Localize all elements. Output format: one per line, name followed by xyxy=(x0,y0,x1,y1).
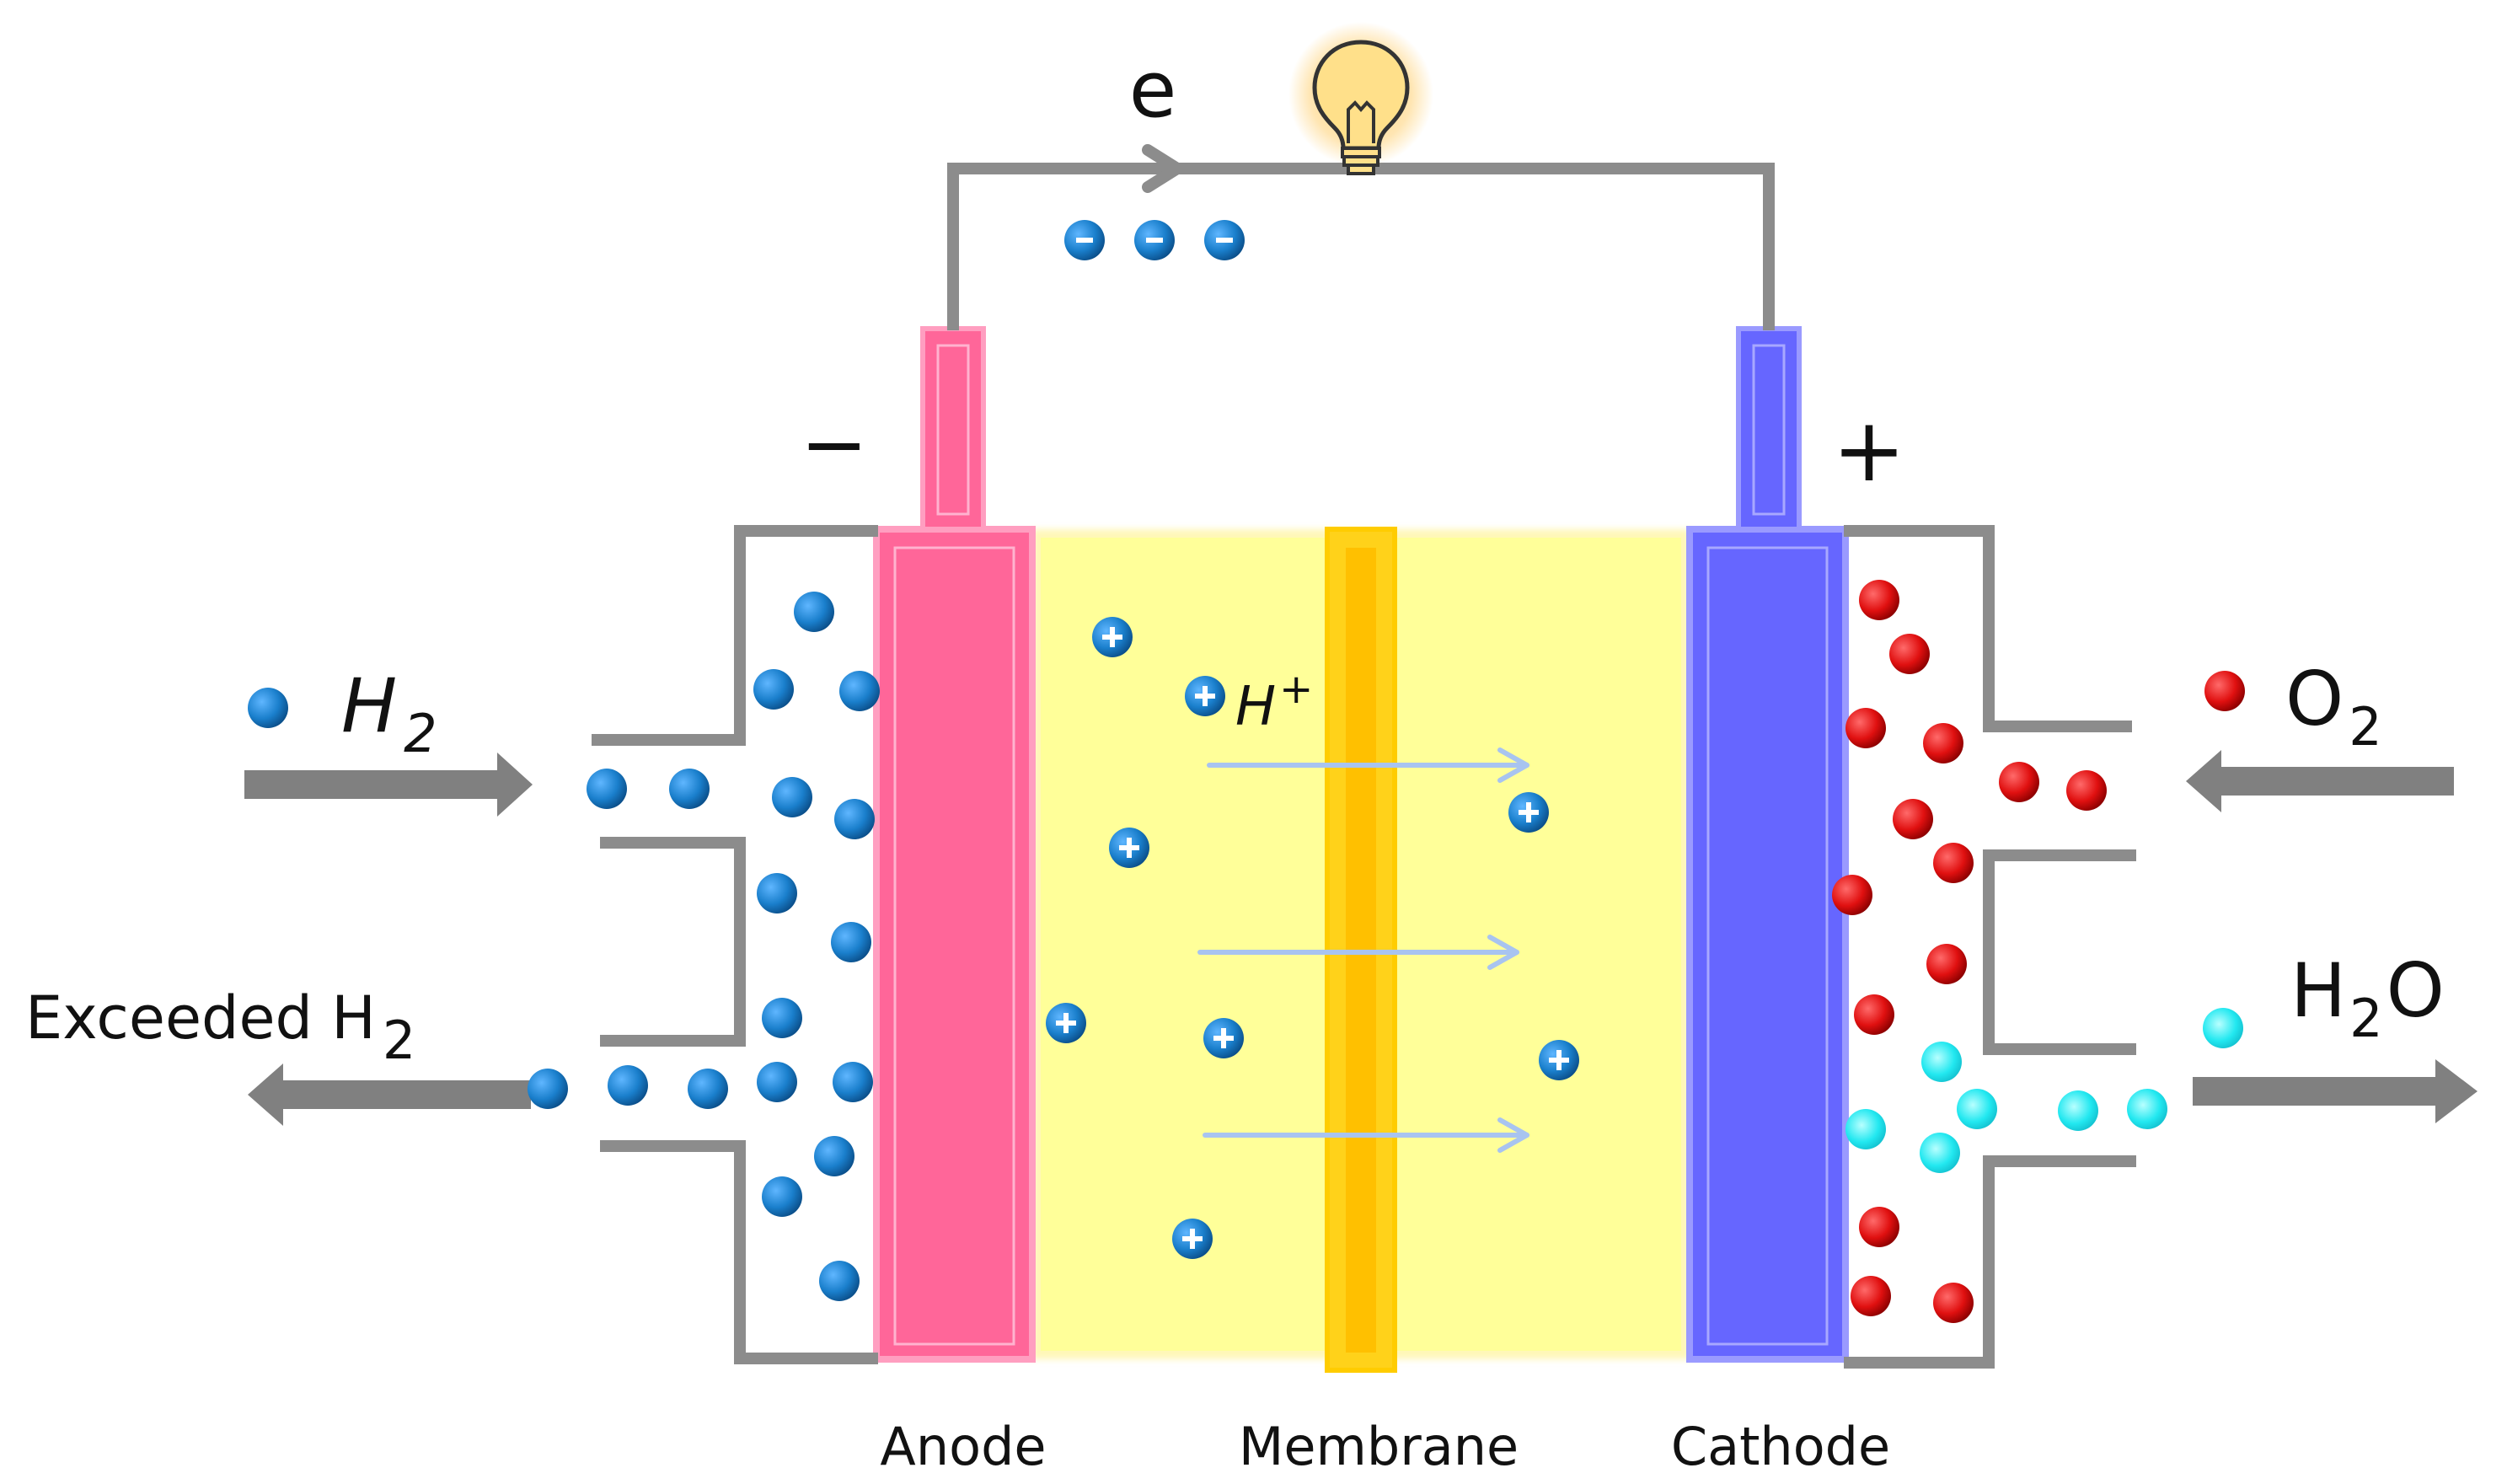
oxygen-molecules xyxy=(1832,580,2245,1323)
oxygen-molecule xyxy=(1923,723,1963,763)
hydrogen-molecule xyxy=(587,769,627,809)
negative-terminal-label: − xyxy=(801,397,868,491)
oxygen-molecule xyxy=(1933,1283,1974,1323)
water-outlet-arrow xyxy=(2193,1059,2478,1123)
water-molecule xyxy=(1920,1133,1960,1173)
oxygen-molecule xyxy=(2204,671,2245,711)
electron-icon xyxy=(1204,220,1245,260)
electron-icon xyxy=(1064,220,1105,260)
oxygen-molecule xyxy=(1851,1276,1891,1316)
hydrogen-molecule xyxy=(248,688,288,728)
hydrogen-molecule xyxy=(819,1261,860,1301)
positive-terminal-label: + xyxy=(1832,399,1905,501)
hydrogen-molecule xyxy=(688,1069,728,1109)
oxygen-molecule xyxy=(1859,580,1899,620)
cathode-terminal xyxy=(1736,326,1802,532)
water-molecule xyxy=(1921,1042,1962,1082)
proton-icon xyxy=(1508,792,1549,833)
hydrogen-molecule xyxy=(762,998,802,1038)
proton-icon xyxy=(1539,1040,1579,1080)
oxygen-molecule xyxy=(1999,762,2039,802)
hydrogen-molecule xyxy=(839,671,880,711)
hydrogen-molecule xyxy=(669,769,710,809)
oxygen-molecule xyxy=(1926,944,1967,984)
proton-group xyxy=(1046,617,1579,1259)
proton-icon xyxy=(1172,1219,1213,1259)
hydrogen-molecule xyxy=(834,799,875,839)
water-molecule xyxy=(1845,1109,1886,1149)
water-outlet-label: H2O xyxy=(2290,947,2445,1049)
oxygen-molecule xyxy=(1845,708,1886,748)
o2-inlet-label: O2 xyxy=(2285,656,2382,758)
h2-outlet-arrow xyxy=(248,1063,531,1126)
water-molecule xyxy=(1957,1089,1997,1129)
proton-icon xyxy=(1092,617,1133,657)
o2-inlet-arrow xyxy=(2186,750,2454,812)
water-molecule xyxy=(2203,1008,2243,1048)
hydrogen-molecule xyxy=(528,1069,568,1109)
oxygen-molecule xyxy=(2066,770,2107,811)
hydrogen-molecule xyxy=(757,1062,797,1102)
hydrogen-molecule xyxy=(762,1176,802,1217)
hydrogen-molecule xyxy=(772,777,812,817)
hydrogen-molecule xyxy=(757,873,797,913)
anode-label: Anode xyxy=(880,1416,1046,1477)
electron-icon xyxy=(1134,220,1175,260)
oxygen-molecule xyxy=(1859,1207,1899,1247)
water-molecule xyxy=(2127,1089,2167,1129)
cathode-label: Cathode xyxy=(1671,1416,1890,1477)
hydrogen-molecule xyxy=(814,1136,854,1176)
cathode-chamber-wall xyxy=(1844,525,2136,1369)
hydrogen-molecule xyxy=(794,592,834,632)
anode-chamber-wall xyxy=(592,525,878,1364)
oxygen-molecule xyxy=(1933,843,1974,883)
hydrogen-molecule xyxy=(608,1065,648,1106)
water-molecule xyxy=(2058,1090,2098,1131)
proton-icon xyxy=(1046,1003,1086,1043)
anode-electrode xyxy=(873,526,1036,1363)
proton-icon xyxy=(1185,676,1225,716)
proton-flow-arrows xyxy=(1197,747,1529,1153)
water-molecules xyxy=(1845,1008,2243,1173)
hydrogen-molecule xyxy=(831,922,871,962)
hydrogen-molecule xyxy=(833,1062,873,1102)
oxygen-molecule xyxy=(1889,634,1930,674)
hydrogen-molecules xyxy=(248,592,880,1301)
anode-terminal xyxy=(920,326,986,532)
oxygen-molecule xyxy=(1854,994,1894,1035)
electron-group xyxy=(1064,220,1245,260)
h2-inlet-arrow xyxy=(244,753,533,817)
electron-label: e xyxy=(1129,45,1177,135)
proton-icon xyxy=(1203,1018,1244,1058)
membrane-label: Membrane xyxy=(1239,1416,1519,1477)
oxygen-molecule xyxy=(1832,875,1872,915)
proton-icon xyxy=(1109,828,1149,868)
hydrogen-molecule xyxy=(753,669,794,710)
oxygen-molecule xyxy=(1893,799,1933,839)
cathode-electrode xyxy=(1686,526,1849,1363)
light-bulb-icon xyxy=(1288,22,1433,175)
proton-label: H+ xyxy=(1235,666,1313,738)
